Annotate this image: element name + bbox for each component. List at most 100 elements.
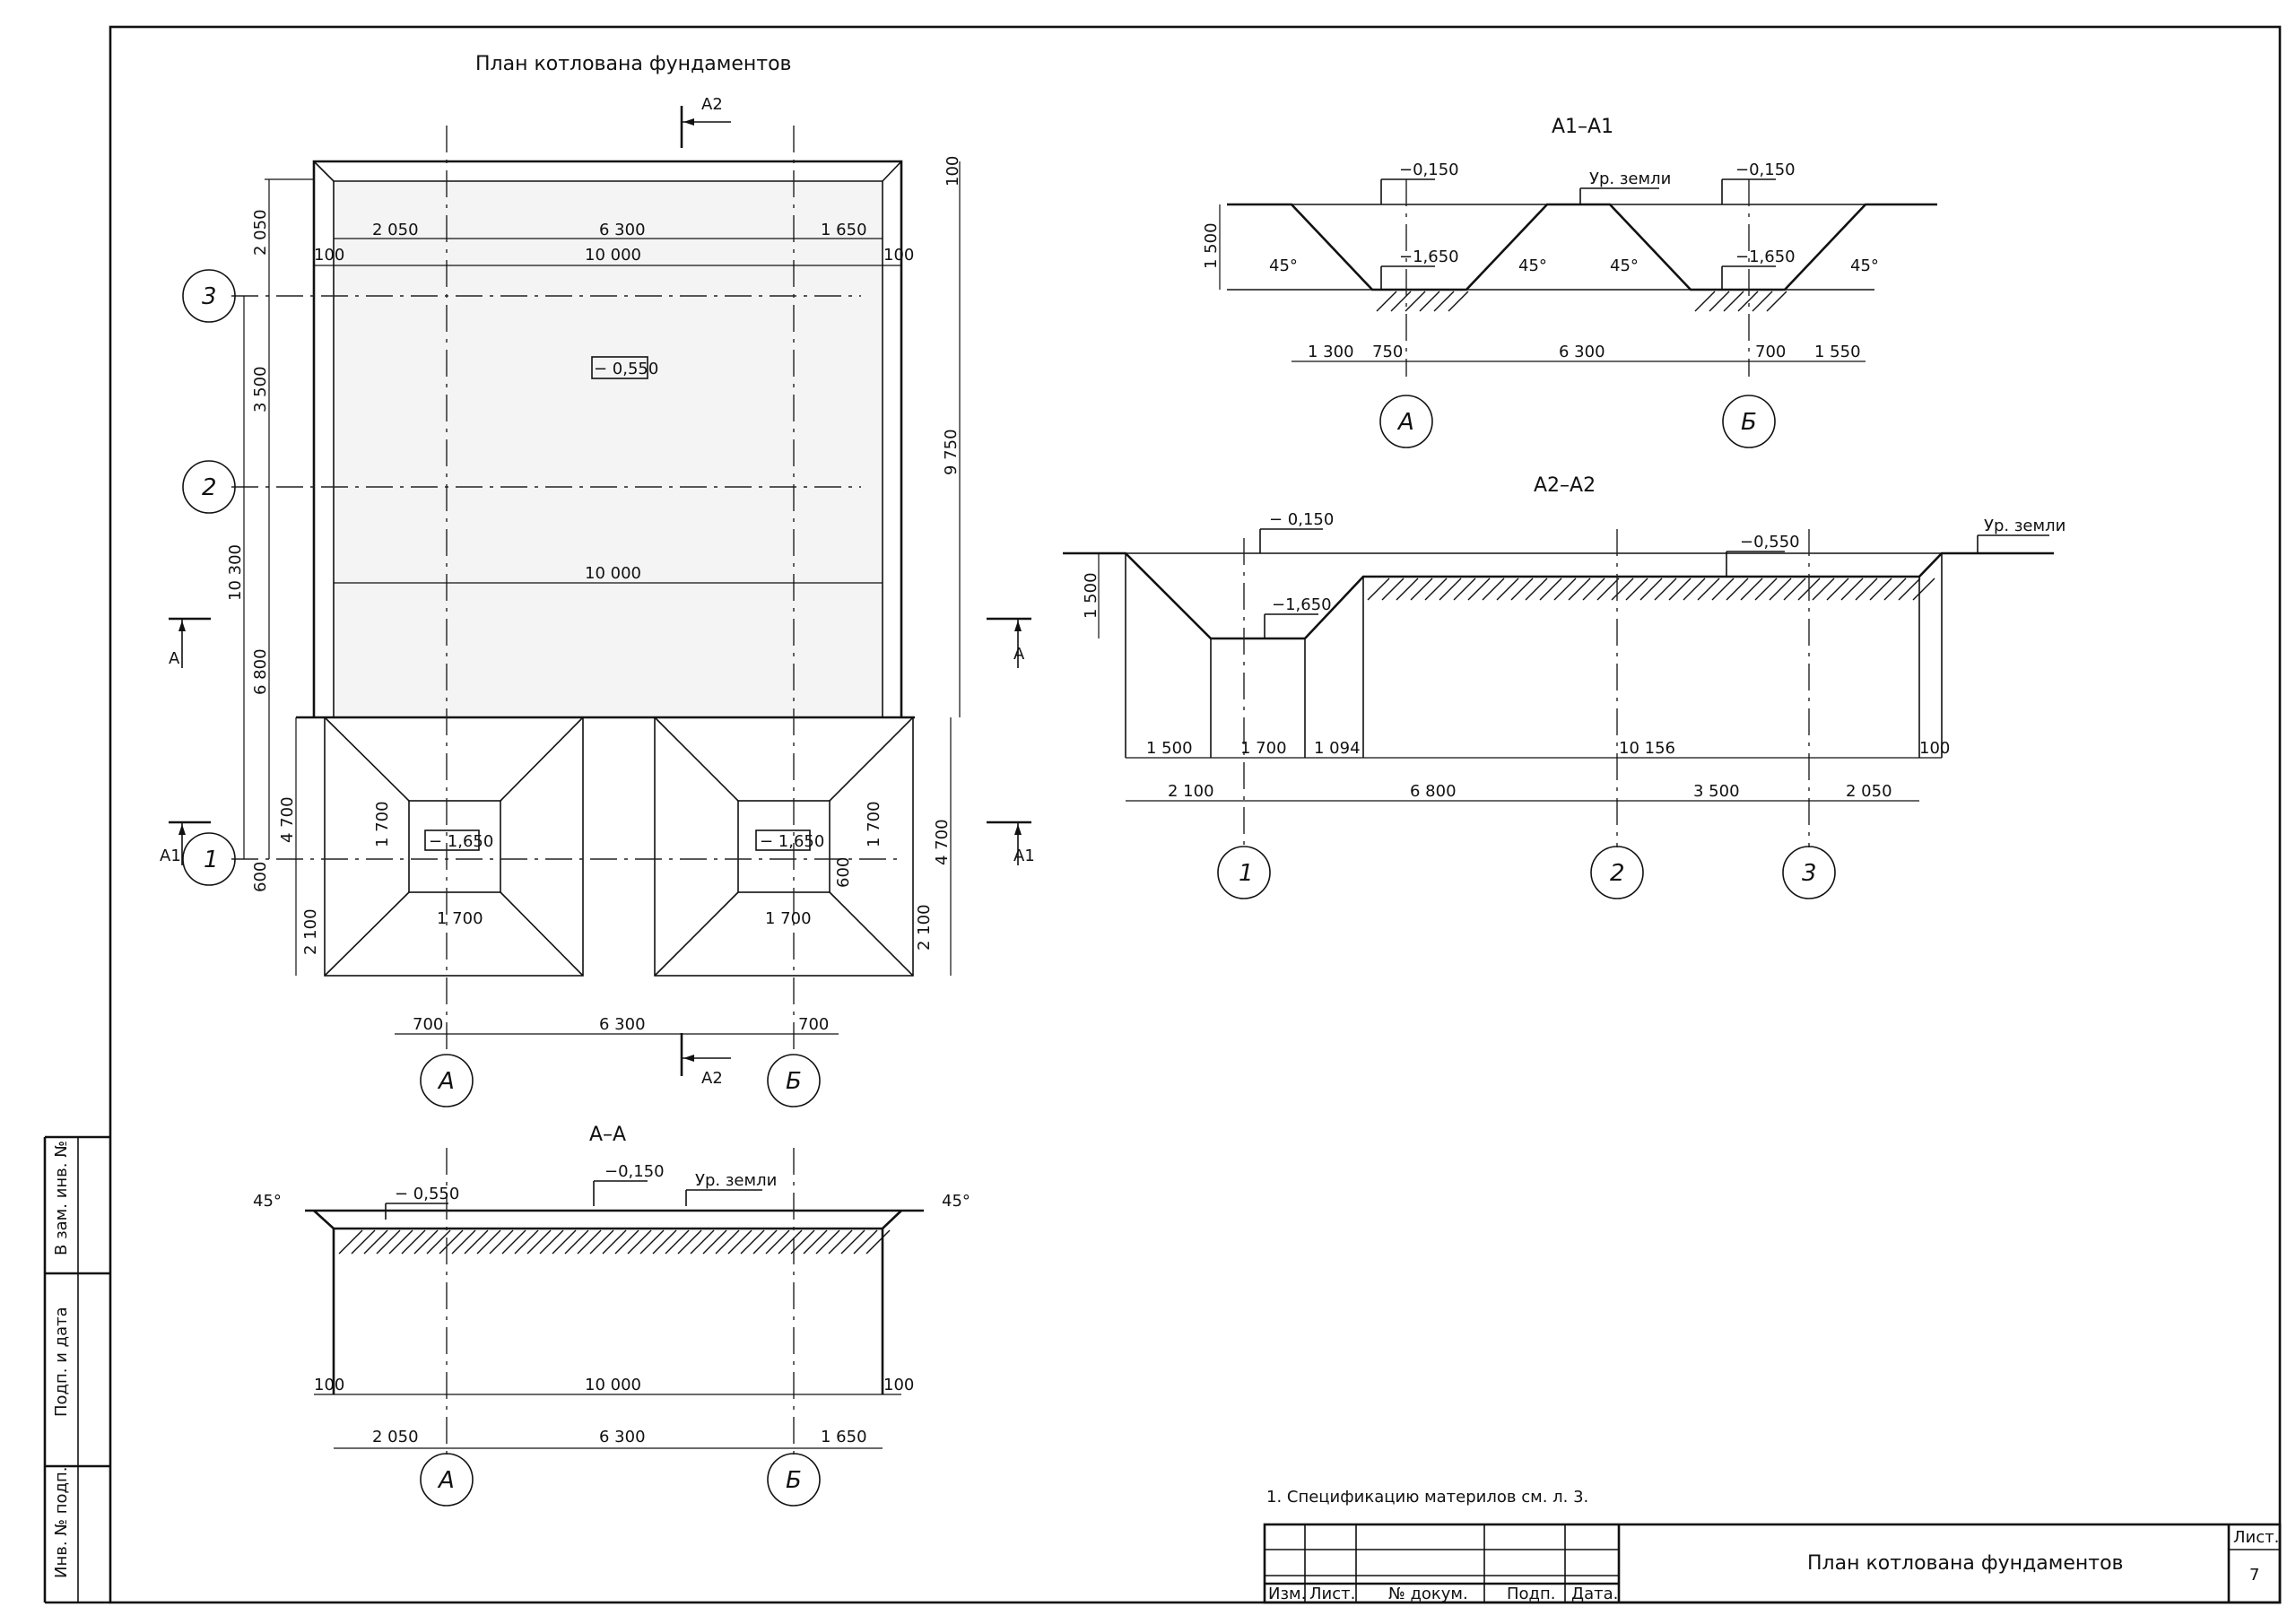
plan-dim-4700-right: 4 700 (933, 819, 952, 865)
section-a1-level-1: −0,150 (1399, 161, 1459, 179)
section-marker-a2-top: А2 (680, 95, 731, 148)
svg-text:Б: Б (786, 1467, 802, 1494)
svg-text:2: 2 (202, 474, 217, 501)
axis-bubble-3-a2: 3 (1782, 846, 1836, 899)
plan-dim-1700-right: 1 700 (865, 801, 883, 847)
svg-text:А2: А2 (701, 95, 723, 114)
section-a-a-title: А–А (589, 1124, 626, 1146)
plan-dim-left-4: 6 800 (251, 648, 270, 695)
footing-level-a: − 1,650 (429, 832, 493, 851)
section-a2-dim2-4: 2 050 (1846, 782, 1892, 801)
plan-dim-bottom-3: 700 (798, 1015, 829, 1034)
svg-text:А: А (169, 649, 180, 668)
title-block: Изм. Лист. № докум. Подп. Дата. План кот… (1263, 1523, 2282, 1604)
axis-bubble-2-a2: 2 (1590, 846, 1644, 899)
axis-bubble-1-a2: 1 (1217, 846, 1271, 899)
section-a1-dim-4: 700 (1755, 343, 1786, 361)
section-a1-dim-3: 6 300 (1559, 343, 1605, 361)
section-marker-a1-right: А1 (987, 821, 1035, 865)
section-marker-a-left: А (169, 617, 211, 668)
svg-text:3: 3 (1802, 860, 1817, 887)
side-stamp-sign-date: Подп. и дата (52, 1307, 71, 1417)
section-a1-angle-4: 45° (1850, 256, 1879, 275)
section-a2-level-1: − 0,150 (1269, 510, 1334, 529)
plan-dim-left-1: 2 050 (251, 209, 270, 256)
title-block-title: План котлована фундаментов (1807, 1552, 2124, 1575)
section-aa-angle-left: 45° (253, 1192, 282, 1211)
section-a1-level-2: −0,150 (1735, 161, 1796, 179)
pit-plan: План котлована фундаментов − 1,650 − 1,6… (160, 53, 1035, 1107)
section-a1-angle-3: 45° (1610, 256, 1639, 275)
plan-dim-2100-left: 2 100 (301, 908, 320, 955)
svg-text:Б: Б (786, 1068, 802, 1095)
section-a2-ground: Ур. земли (1984, 517, 2066, 535)
title-block-header-rev: Изм. (1268, 1585, 1306, 1603)
section-aa-ground: Ур. земли (695, 1171, 777, 1190)
section-aa-dim-2: 10 000 (585, 1376, 641, 1394)
plan-dim-total-mid: 10 000 (585, 564, 641, 583)
section-a2-height: 1 500 (1082, 572, 1100, 619)
plan-dim-2100-right: 2 100 (915, 904, 934, 951)
plan-dim-100-top: 100 (944, 156, 962, 187)
section-a2-dim1-2: 1 700 (1240, 739, 1287, 758)
svg-text:А2: А2 (701, 1069, 723, 1088)
axis-bubble-b-a1: Б (1722, 395, 1776, 448)
section-a-a: А–А 100 10 000 100 2 050 6 300 1 650 − 0… (253, 1124, 970, 1507)
section-a1-dim-1: 1 300 (1308, 343, 1354, 361)
axis-bubble-b-section: Б (767, 1453, 821, 1507)
title-block-header-sign: Подп. (1507, 1585, 1555, 1603)
plan-dim-total: 10 000 (585, 246, 641, 265)
title-block-sheet-number: 7 (2249, 1566, 2259, 1585)
svg-text:3: 3 (202, 283, 217, 310)
plan-dim-100-left: 100 (314, 246, 344, 265)
section-a2-dim2-2: 6 800 (1410, 782, 1457, 801)
section-a2-dim1-5: 100 (1919, 739, 1950, 758)
section-aa-dim-1: 100 (314, 1376, 344, 1394)
axis-bubble-a-section: А (420, 1453, 474, 1507)
section-marker-a1-left: А1 (160, 821, 211, 865)
plan-dim-bottom-2: 6 300 (599, 1015, 646, 1034)
plan-level-mark: − 0,550 (594, 360, 658, 378)
title-block-header-doc: № докум. (1388, 1585, 1468, 1603)
side-stamp: В зам. инв. № Подп. и дата Инв. № подп. (52, 1141, 71, 1578)
plan-dim-right: 9 750 (942, 429, 961, 475)
section-a1-dim-5: 1 550 (1814, 343, 1861, 361)
plan-dim-top-3: 1 650 (821, 221, 867, 239)
svg-text:А: А (1396, 409, 1414, 436)
plan-dim-left-3: 10 300 (226, 544, 245, 601)
section-aa-dim-3: 100 (883, 1376, 914, 1394)
svg-text:1: 1 (204, 847, 219, 873)
plan-dim-100-right: 100 (883, 246, 914, 265)
section-a1-title: А1–А1 (1552, 116, 1613, 138)
svg-text:А: А (437, 1467, 455, 1494)
section-a1-angle-1: 45° (1269, 256, 1298, 275)
axis-bubble-3: 3 (182, 269, 236, 323)
section-a2-a2: А2–А2 1 500 1 500 1 700 1 094 10 156 100… (1063, 474, 2066, 899)
footing-pit-axis-a: − 1,650 (324, 716, 584, 977)
title-block-sheet-label: Лист. (2233, 1528, 2279, 1547)
section-a1-level-3: −1,650 (1399, 248, 1459, 266)
plan-dim-left-2: 3 500 (251, 366, 270, 413)
section-a1-dim-2: 750 (1372, 343, 1403, 361)
side-stamp-replacement: В зам. инв. № (52, 1141, 71, 1255)
section-a1-angle-2: 45° (1518, 256, 1547, 275)
title-block-header-date: Дата. (1571, 1585, 1618, 1603)
axis-bubble-a: А (420, 1054, 474, 1107)
svg-text:А1: А1 (160, 847, 181, 865)
section-aa-axis-dim-3: 1 650 (821, 1428, 867, 1446)
general-note: 1. Спецификацию материлов см. л. 3. (1266, 1488, 1588, 1507)
side-stamp-inventory: Инв. № подп. (52, 1467, 71, 1578)
pit-bottom-fill (334, 181, 883, 717)
plan-dim-4700-left: 4 700 (278, 796, 297, 843)
axis-bubble-2: 2 (182, 460, 236, 514)
section-a2-level-3: −0,550 (1740, 533, 1800, 551)
section-a1-a1: А1–А1 1 500 1 300 750 6 300 700 1 550 −0… (1202, 116, 1937, 448)
axis-bubble-b: Б (767, 1054, 821, 1107)
plan-dim-1700-b: 1 700 (765, 909, 812, 928)
section-a2-dim1-1: 1 500 (1146, 739, 1193, 758)
section-a2-dim2-3: 3 500 (1693, 782, 1740, 801)
plan-dim-1700-left: 1 700 (373, 801, 392, 847)
footing-pit-axis-b: − 1,650 (654, 716, 914, 977)
section-a2-title: А2–А2 (1534, 474, 1596, 497)
